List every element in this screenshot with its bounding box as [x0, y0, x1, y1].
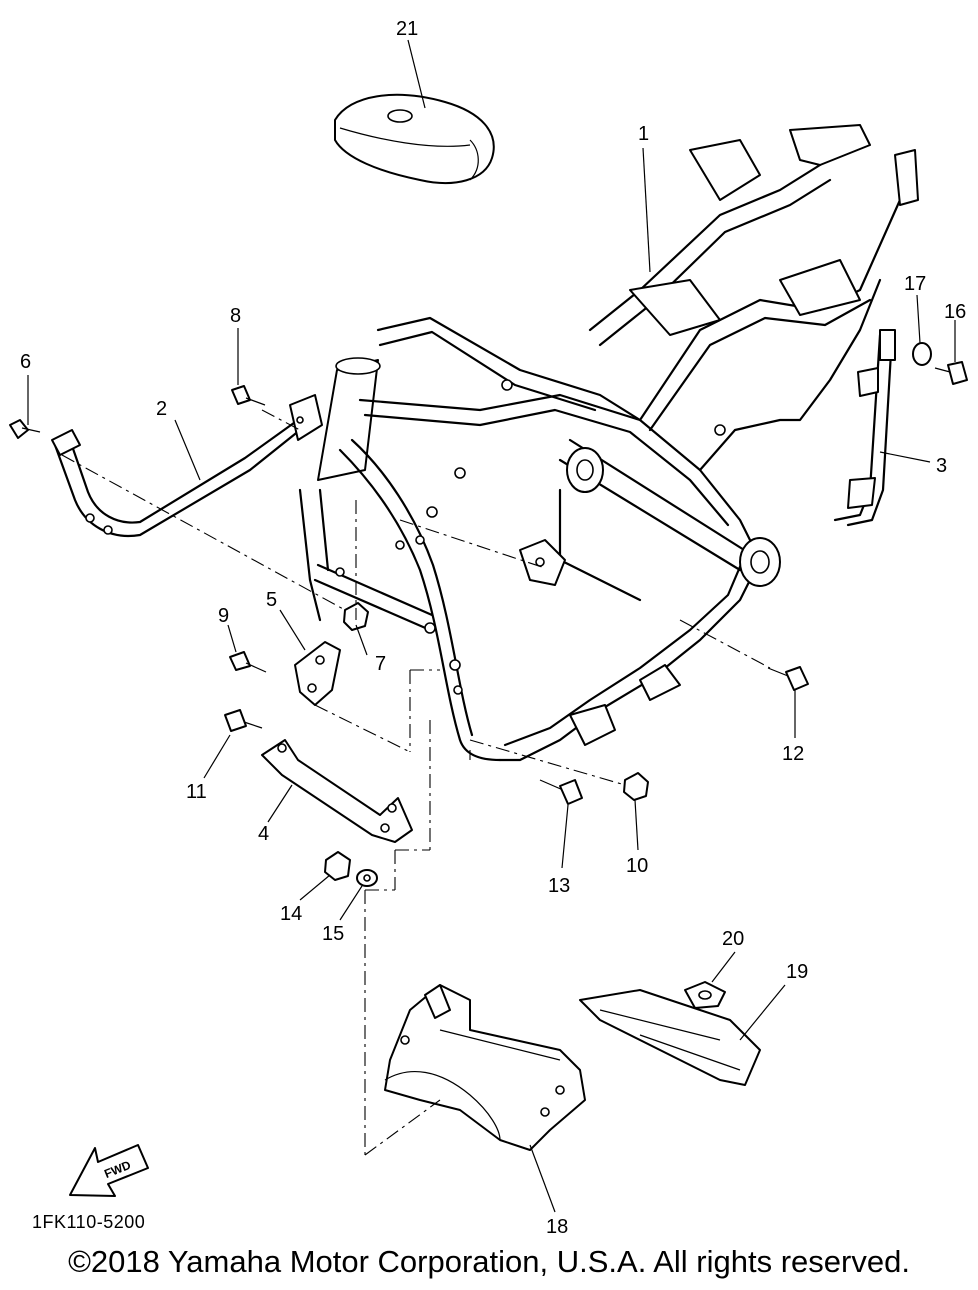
part-15-washer	[356, 869, 378, 887]
callout-20: 20	[722, 928, 744, 950]
callout-3: 3	[936, 455, 947, 477]
callout-11: 11	[186, 781, 207, 803]
callout-7: 7	[375, 653, 386, 675]
part-20-clip	[684, 981, 726, 1009]
callout-6: 6	[20, 351, 31, 373]
part-8-bolt	[231, 385, 266, 406]
part-19-side-cover	[579, 989, 761, 1086]
callout-10: 10	[626, 855, 648, 877]
callout-13: 13	[548, 875, 570, 897]
part-4-arm-bracket	[261, 739, 413, 843]
part-14-nut	[324, 851, 351, 881]
drawing-code: 1FK110-5200	[32, 1212, 146, 1232]
callout-15: 15	[322, 923, 344, 945]
part-21-pad	[334, 93, 495, 184]
callout-1: 1	[638, 123, 649, 145]
callout-19: 19	[786, 961, 808, 983]
reference-lines	[61, 409, 771, 1156]
callout-18: 18	[546, 1216, 568, 1238]
fwd-arrow-icon: FWD	[69, 1144, 149, 1197]
part-6-bolt	[9, 419, 41, 439]
callout-14: 14	[280, 903, 302, 925]
part-10-nut	[623, 772, 649, 801]
callout-16: 16	[944, 301, 966, 323]
callout-17: 17	[904, 273, 926, 295]
part-3-rear-tube	[833, 329, 896, 527]
part-13-bolt	[539, 779, 583, 805]
callout-8: 8	[230, 305, 241, 327]
part-12-bolt	[767, 666, 809, 691]
part-5-plate-bracket	[294, 641, 341, 706]
callout-21: 21	[396, 18, 418, 40]
callout-4: 4	[258, 823, 269, 845]
callout-5: 5	[266, 589, 277, 611]
leader-lines	[27, 39, 956, 1213]
part-17-washer	[912, 342, 932, 366]
callouts: 21 1 6 8 2 17 16 3 5 9 7 11 12 4 13 10 1…	[20, 18, 966, 1238]
callout-9: 9	[218, 605, 229, 627]
part-16-bolt	[934, 361, 968, 385]
part-11-bolt	[224, 709, 263, 732]
callout-2: 2	[156, 398, 167, 420]
part-9-bolt	[229, 651, 267, 673]
part-1-main-frame	[298, 124, 919, 762]
copyright-notice: ©2018 Yamaha Motor Corporation, U.S.A. A…	[68, 1244, 910, 1279]
part-18-lower-cover	[384, 984, 586, 1151]
callout-12: 12	[782, 743, 804, 765]
part-2-front-tube	[51, 394, 323, 538]
